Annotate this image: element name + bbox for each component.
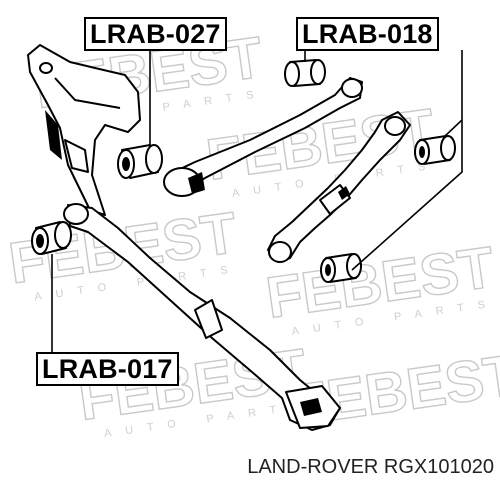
bushing-lrab-018-bottom (320, 253, 362, 283)
vehicle-part-number-caption: LAND-ROVER RGX101020 (247, 456, 494, 478)
upper-control-arm (163, 77, 363, 197)
bushing-lrab-018-top (284, 59, 326, 87)
bushing-lrab-027 (117, 144, 163, 179)
bushing-lrab-018-right (414, 135, 456, 165)
leader-lines (51, 50, 463, 355)
part-label-lrab-027: LRAB-027 (84, 17, 227, 51)
part-label-lrab-018: LRAB-018 (296, 17, 439, 51)
lower-control-arm (63, 203, 341, 431)
part-label-lrab-017: LRAB-017 (36, 352, 179, 386)
bushing-lrab-017 (31, 221, 72, 255)
adjustable-link (267, 111, 411, 263)
upper-mounting-bracket (27, 44, 141, 216)
